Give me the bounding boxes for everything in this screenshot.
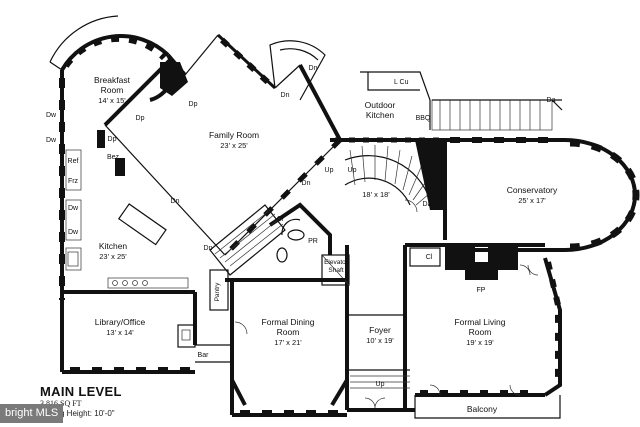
breakfast-room-dim: 14' x 15' [98, 96, 126, 105]
family-room-dim: 23' x 25' [220, 141, 248, 150]
dw-label-1: Dw [46, 112, 57, 119]
foyer-name: Foyer [369, 325, 391, 335]
floor-title: MAIN LEVEL [40, 384, 122, 399]
fixture-labels: Dw Dw Ref Frz Dw Dw Dp Dp Dp Bez Dn Dn D… [46, 65, 556, 388]
foyer-dim: 10' x 19' [366, 336, 394, 345]
living-name-1: Formal Living [454, 317, 505, 327]
dn-label-5: Dn [204, 245, 213, 252]
library-dim: 13' x 14' [106, 328, 134, 337]
conservatory-dim: 25' x 17' [518, 196, 546, 205]
bbq-label: BBQ [416, 115, 431, 122]
cu-label: Cu [400, 79, 409, 86]
dp-label-3: Dp [189, 101, 198, 108]
dn-label-4: Dn [302, 180, 311, 187]
l-label: L [394, 79, 398, 86]
up-label-2: Up [348, 167, 357, 174]
kitchen-stair [209, 204, 286, 276]
dw-label-2: Dw [46, 137, 57, 144]
living-name-2: Room [469, 327, 492, 337]
curved-staircase [344, 140, 445, 210]
living-dim: 19' x 19' [466, 338, 494, 347]
bar-label: Bar [198, 352, 210, 359]
exterior-walls [49, 15, 640, 419]
outdoor-kitchen-name-2: Kitchen [366, 110, 395, 120]
dn-label-2: Dn [281, 92, 290, 99]
conservatory-name: Conservatory [507, 185, 558, 195]
dining-name-1: Formal Dining [262, 317, 315, 327]
pantry-label: Pantry [214, 282, 221, 302]
room-labels: Breakfast Room 14' x 15' Family Room 23'… [94, 75, 558, 414]
dp-label-1: Dp [108, 136, 117, 143]
elevator-label-2: Shaft [328, 267, 343, 274]
dw-label-4: Dw [68, 229, 79, 236]
floor-area: 3,816 SQ FT [40, 399, 82, 408]
pr-label: PR [308, 238, 318, 245]
rear-steps [431, 99, 563, 131]
library-name: Library/Office [95, 317, 146, 327]
watermark: bright MLS [0, 404, 64, 423]
dining-name-2: Room [277, 327, 300, 337]
dining-dim: 17' x 21' [274, 338, 302, 347]
bez-label: Bez [107, 154, 120, 161]
cl-label-2: Cl [426, 254, 433, 261]
balcony-name: Balcony [467, 404, 498, 414]
dp-label-2: Dp [136, 115, 145, 122]
fp-label: FP [477, 287, 486, 294]
breakfast-room-name-1: Breakfast [94, 75, 131, 85]
family-room-name: Family Room [209, 130, 259, 140]
dn-label-1: Dn [309, 65, 318, 72]
da-label-2: Da [547, 97, 556, 104]
outdoor-kitchen-name-1: Outdoor [365, 100, 396, 110]
dn-label-3: Dn [171, 198, 180, 205]
elevator-label-1: Elevator [324, 259, 349, 266]
up-label-1: Up [325, 167, 334, 174]
stair-hall-dim: 18' x 18' [362, 190, 390, 199]
kitchen-name: Kitchen [99, 241, 128, 251]
ceiling-height: Ceiling Height: 10'-0" [40, 409, 115, 418]
da-label-1: Da [423, 201, 432, 208]
ref-label: Ref [68, 158, 79, 165]
kitchen-dim: 23' x 25' [99, 252, 127, 261]
dw-label-3: Dw [68, 205, 79, 212]
breakfast-room-name-2: Room [101, 85, 124, 95]
cl-label-1: Cl [277, 216, 284, 223]
frz-label: Frz [68, 178, 79, 185]
up-label-3: Up [376, 381, 385, 388]
